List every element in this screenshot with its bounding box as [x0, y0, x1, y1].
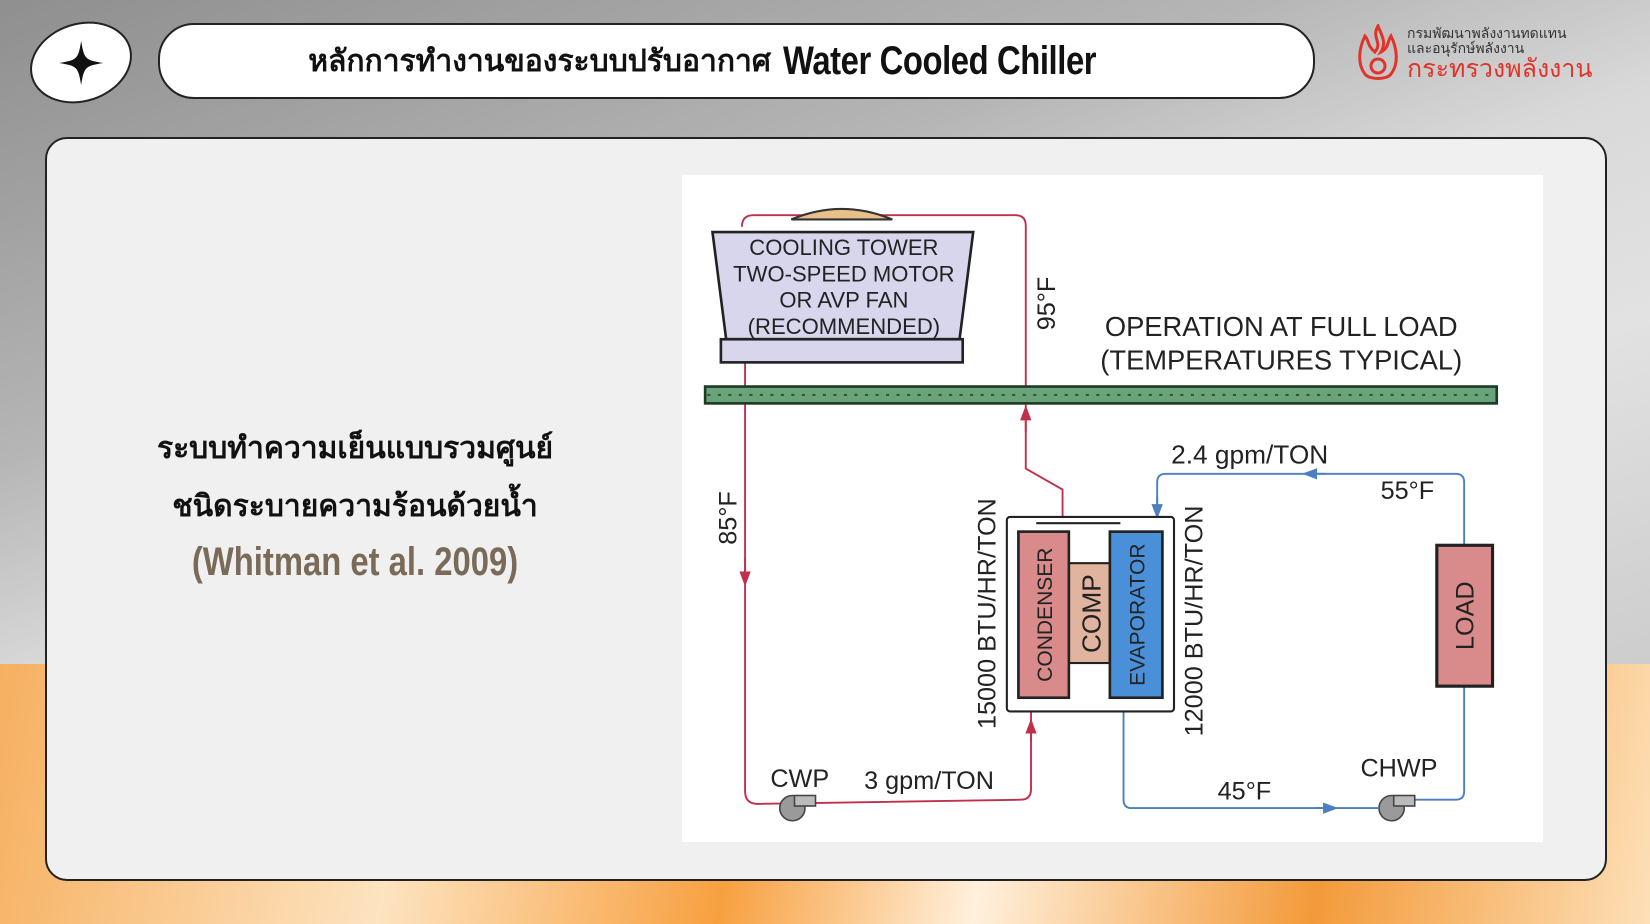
logo-line-3: กระทรวงพลังงาน	[1407, 54, 1593, 83]
logo-line-1: กรมพัฒนาพลังงานทดแทน	[1407, 25, 1567, 42]
chwp-pump-icon	[1378, 794, 1416, 822]
description: ระบบทำความเย็นแบบรวมศูนย์ ชนิดระบายความร…	[110, 420, 600, 588]
chw-supply-pipe	[1122, 686, 1466, 810]
cwp-pump-icon	[778, 794, 817, 822]
description-line-1: ระบบทำความเย็นแบบรวมศูนย์	[156, 432, 554, 465]
chwp-label: CHWP	[1360, 755, 1437, 783]
cw-return-pipe	[744, 362, 1032, 805]
ministry-logo: กรมพัฒนาพลังงานทดแทน และอนุรักษ์พลังงาน …	[1357, 21, 1637, 87]
title-thai: หลักการทำงานของระบบปรับอากาศ	[308, 44, 771, 78]
logo-line-2: และอนุรักษ์พลังงาน	[1407, 39, 1525, 56]
brand-badge	[19, 8, 143, 117]
btu-evaporator: 12000 BTU/HR/TON	[1180, 506, 1208, 737]
condenser-label: CONDENSER	[1034, 548, 1057, 682]
citation: (Whitman et al. 2009)	[191, 540, 519, 584]
chiller-diagram-svg: COOLING TOWER TWO-SPEED MOTOR OR AVP FAN…	[703, 207, 1499, 822]
chw-flow-label: 2.4 gpm/TON	[1171, 439, 1328, 469]
tower-label-2: TWO-SPEED MOTOR	[733, 261, 954, 286]
tower-label-4: (RECOMMENDED)	[748, 314, 940, 339]
flame-icon	[1358, 24, 1398, 80]
temp-45f: 45°F	[1218, 778, 1272, 806]
operation-sublabel: (TEMPERATURES TYPICAL)	[1100, 345, 1462, 376]
load-label: LOAD	[1452, 581, 1480, 650]
temp-85f: 85°F	[715, 491, 743, 545]
temp-55f: 55°F	[1381, 477, 1435, 505]
title-english: Water Cooled Chiller	[782, 38, 1097, 83]
temp-95f: 95°F	[1033, 277, 1061, 331]
operation-label: OPERATION AT FULL LOAD	[1105, 311, 1458, 342]
comp-label: COMP	[1076, 574, 1106, 653]
chiller: CONDENSER COMP EVAPORATOR	[1005, 515, 1176, 713]
description-line-2: ชนิดระบายความร้อนด้วยน้ำ	[172, 490, 538, 523]
evaporator-label: EVAPORATOR	[1127, 543, 1150, 685]
load-box	[1435, 543, 1495, 688]
btu-condenser: 15000 BTU/HR/TON	[973, 498, 1001, 729]
cooling-tower: COOLING TOWER TWO-SPEED MOTOR OR AVP FAN…	[710, 207, 975, 364]
tower-label-1: COOLING TOWER	[749, 235, 938, 260]
title-bar: หลักการทำงานของระบบปรับอากาศ Water Coole…	[158, 23, 1315, 99]
chiller-diagram: COOLING TOWER TWO-SPEED MOTOR OR AVP FAN…	[682, 175, 1543, 842]
roof-line	[703, 385, 1499, 405]
cw-flow-label: 3 gpm/TON	[864, 767, 994, 795]
tower-label-3: OR AVP FAN	[779, 288, 908, 313]
star-icon	[59, 40, 103, 85]
cw-supply-pipe	[740, 214, 1064, 532]
cwp-label: CWP	[770, 765, 829, 793]
